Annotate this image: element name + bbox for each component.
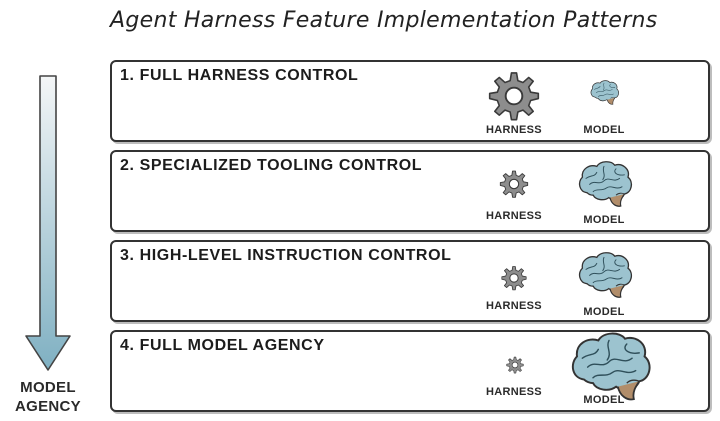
gear-icon — [506, 356, 524, 374]
model-agency-arrow — [22, 74, 74, 374]
brain-icon — [590, 80, 619, 105]
gear-icon — [501, 266, 527, 291]
gear-icon — [488, 71, 540, 121]
pattern-panel-3: 3. HIGH-LEVEL INSTRUCTION CONTROL HARNES… — [110, 240, 710, 322]
model-caption: MODEL — [583, 214, 625, 226]
model-caption: MODEL — [583, 394, 625, 406]
model-caption: MODEL — [583, 124, 625, 136]
harness-caption: HARNESS — [486, 124, 542, 136]
pattern-title: 4. FULL MODEL AGENCY — [120, 337, 325, 354]
pattern-panel-1: 1. FULL HARNESS CONTROL HARNESS MODEL — [110, 60, 710, 142]
pattern-title: 2. SPECIALIZED TOOLING CONTROL — [120, 157, 423, 174]
axis-label: MODEL AGENCY — [6, 378, 90, 416]
axis-label-line-1: MODEL — [20, 379, 76, 396]
pattern-title: 3. HIGH-LEVEL INSTRUCTION CONTROL — [120, 247, 452, 264]
harness-caption: HARNESS — [486, 386, 542, 398]
harness-caption: HARNESS — [486, 210, 542, 222]
axis-label-line-2: AGENCY — [15, 398, 81, 415]
gear-icon — [499, 170, 529, 198]
harness-caption: HARNESS — [486, 300, 542, 312]
brain-icon — [578, 252, 633, 298]
brain-icon — [578, 161, 633, 207]
pattern-title: 1. FULL HARNESS CONTROL — [120, 67, 359, 84]
pattern-panel-2: 2. SPECIALIZED TOOLING CONTROL HARNESS M… — [110, 150, 710, 232]
diagram-title: Agent Harness Feature Implementation Pat… — [110, 8, 658, 33]
pattern-panel-4: 4. FULL MODEL AGENCY HARNESS MODEL — [110, 330, 710, 412]
model-caption: MODEL — [583, 306, 625, 318]
